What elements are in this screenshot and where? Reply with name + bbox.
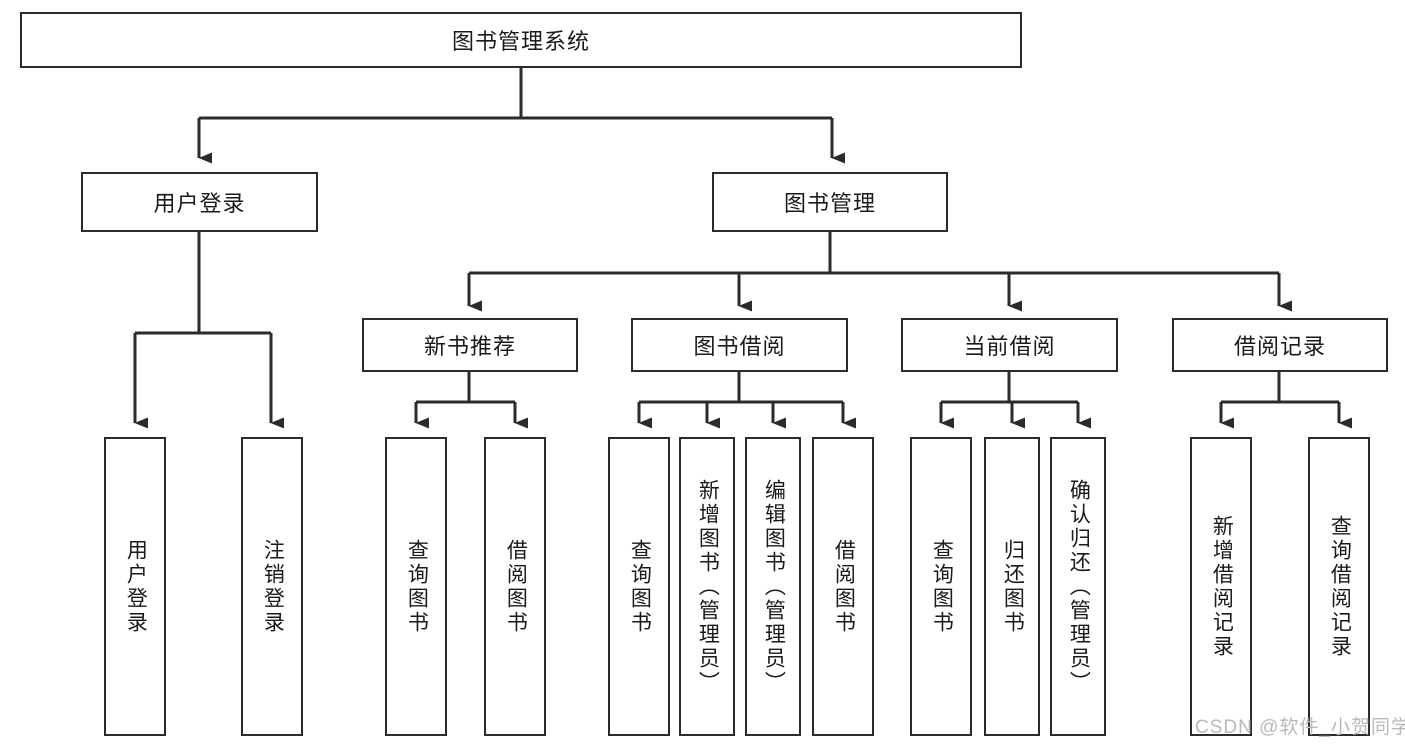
node-book-borrow[interactable]: 图书借阅 bbox=[631, 318, 848, 372]
node-current-borrow[interactable]: 当前借阅 bbox=[901, 318, 1118, 372]
node-label: 图书管理 bbox=[783, 191, 876, 216]
leaf-borrow-book-recommend[interactable]: 借阅图书 bbox=[484, 437, 546, 736]
node-label: 新增借阅记录 bbox=[1210, 514, 1234, 659]
leaf-user-logout[interactable]: 注销登录 bbox=[241, 437, 303, 736]
leaf-user-login[interactable]: 用户登录 bbox=[104, 437, 166, 736]
node-label: 当前借阅 bbox=[963, 334, 1056, 359]
leaf-borrow-book[interactable]: 借阅图书 bbox=[812, 437, 874, 736]
leaf-query-book-recommend[interactable]: 查询图书 bbox=[385, 437, 447, 736]
node-book-manage[interactable]: 图书管理 bbox=[712, 172, 948, 232]
leaf-edit-book-admin[interactable]: 编辑图书（管理员） bbox=[745, 437, 801, 736]
node-label: 借阅图书 bbox=[504, 538, 528, 635]
leaf-query-borrow-record[interactable]: 查询借阅记录 bbox=[1308, 437, 1370, 736]
node-borrow-record[interactable]: 借阅记录 bbox=[1172, 318, 1388, 372]
leaf-add-book-admin[interactable]: 新增图书（管理员） bbox=[679, 437, 735, 736]
node-label: 借阅图书 bbox=[832, 538, 856, 635]
node-label: 查询图书 bbox=[930, 538, 954, 635]
node-label: 确认归还（管理员） bbox=[1067, 478, 1091, 695]
node-label: 查询图书 bbox=[628, 538, 652, 635]
leaf-query-book-current[interactable]: 查询图书 bbox=[910, 437, 972, 736]
leaf-add-borrow-record[interactable]: 新增借阅记录 bbox=[1190, 437, 1252, 736]
node-label: 编辑图书（管理员） bbox=[762, 478, 786, 695]
node-label: 新书推荐 bbox=[423, 334, 516, 359]
leaf-return-book[interactable]: 归还图书 bbox=[984, 437, 1040, 736]
node-label: 归还图书 bbox=[1001, 538, 1025, 635]
node-label: 查询借阅记录 bbox=[1328, 514, 1352, 659]
node-label: 借阅记录 bbox=[1233, 334, 1326, 359]
csdn-watermark: CSDN @软件_小贺同学 bbox=[1195, 717, 1405, 738]
leaf-confirm-return-admin[interactable]: 确认归还（管理员） bbox=[1050, 437, 1106, 736]
node-label: 图书管理系统 bbox=[451, 29, 590, 54]
node-user-login[interactable]: 用户登录 bbox=[81, 172, 318, 232]
node-label: 图书借阅 bbox=[693, 334, 786, 359]
node-label: 用户登录 bbox=[153, 191, 246, 216]
node-label: 查询图书 bbox=[405, 538, 429, 635]
node-new-book-rec[interactable]: 新书推荐 bbox=[362, 318, 578, 372]
node-label: 用户登录 bbox=[124, 538, 148, 635]
node-label: 新增图书（管理员） bbox=[696, 478, 720, 695]
node-label: 注销登录 bbox=[261, 538, 285, 635]
node-root-system[interactable]: 图书管理系统 bbox=[20, 12, 1022, 68]
leaf-query-book-borrow[interactable]: 查询图书 bbox=[608, 437, 670, 736]
